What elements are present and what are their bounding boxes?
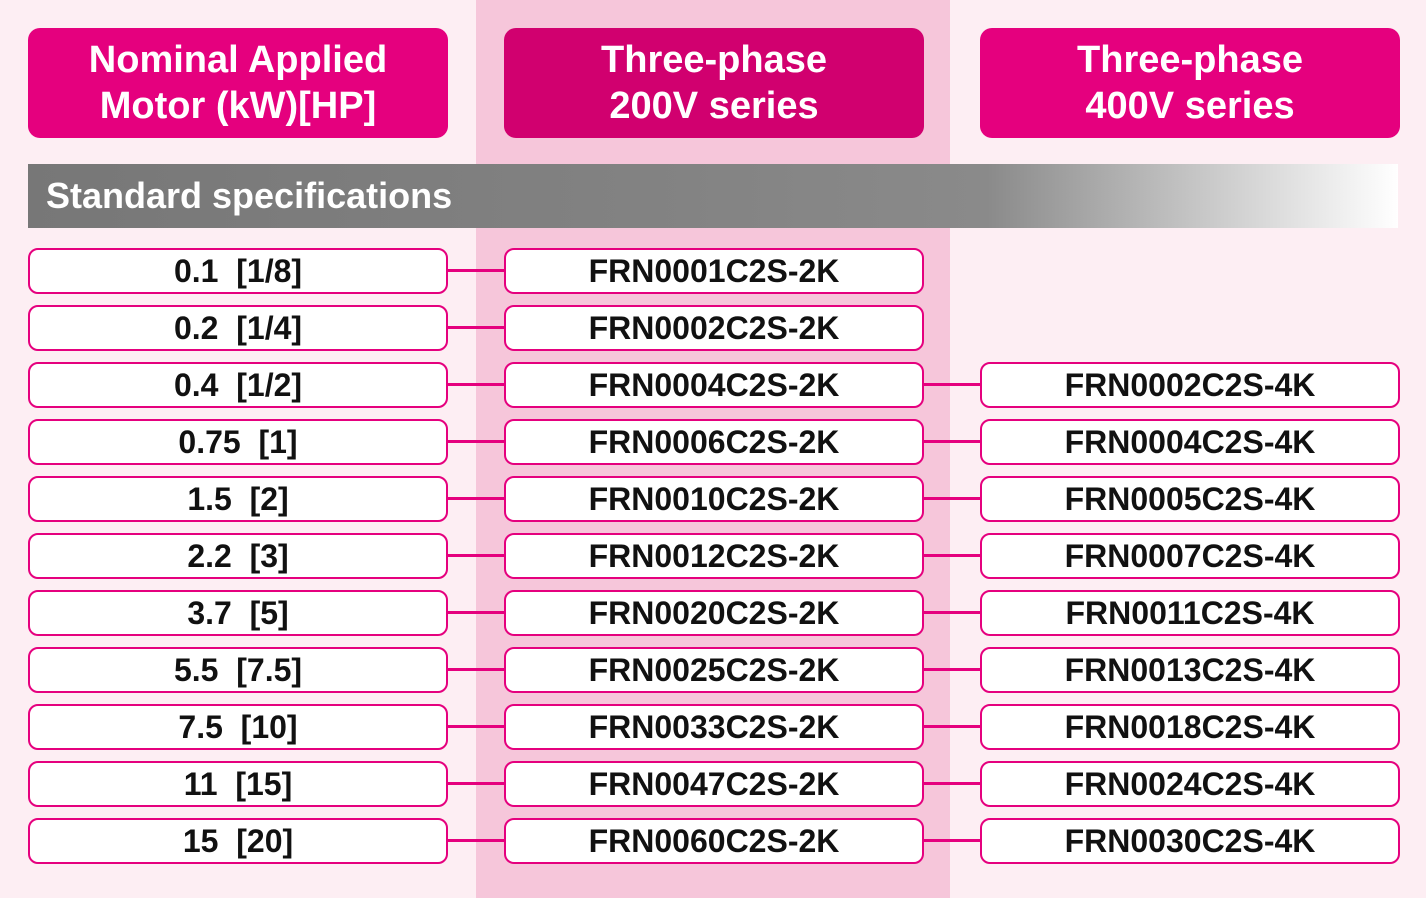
header-200v-line2: 200V series bbox=[609, 85, 819, 127]
header-400v-line2: 400V series bbox=[1085, 85, 1295, 127]
row-connector-line bbox=[924, 383, 980, 386]
motor-cell: 7.5 [10] bbox=[28, 704, 448, 750]
row-connector-line bbox=[924, 611, 980, 614]
model-200v-cell: FRN0020C2S-2K bbox=[504, 590, 924, 636]
motor-cell: 1.5 [2] bbox=[28, 476, 448, 522]
model-400v-cell: FRN0005C2S-4K bbox=[980, 476, 1400, 522]
model-200v-cell: FRN0012C2S-2K bbox=[504, 533, 924, 579]
motor-cell: 15 [20] bbox=[28, 818, 448, 864]
model-400v-cell: FRN0024C2S-4K bbox=[980, 761, 1400, 807]
model-200v-cell: FRN0047C2S-2K bbox=[504, 761, 924, 807]
row-connector-line bbox=[924, 554, 980, 557]
model-200v-cell: FRN0033C2S-2K bbox=[504, 704, 924, 750]
row-connector-line bbox=[448, 554, 504, 557]
model-200v-cell: FRN0006C2S-2K bbox=[504, 419, 924, 465]
header-400v-line1: Three-phase bbox=[1077, 39, 1303, 81]
model-400v-cell: FRN0004C2S-4K bbox=[980, 419, 1400, 465]
motor-cell: 5.5 [7.5] bbox=[28, 647, 448, 693]
row-connector-line bbox=[924, 497, 980, 500]
row-connector-line bbox=[924, 725, 980, 728]
row-connector-line bbox=[924, 782, 980, 785]
row-connector-line bbox=[448, 611, 504, 614]
header-motor-line1: Nominal Applied bbox=[88, 39, 388, 81]
model-400v-cell: FRN0013C2S-4K bbox=[980, 647, 1400, 693]
model-400v-cell: FRN0002C2S-4K bbox=[980, 362, 1400, 408]
row-connector-line bbox=[924, 839, 980, 842]
model-200v-cell: FRN0001C2S-2K bbox=[504, 248, 924, 294]
header-motor-line2: Motor (kW)[HP] bbox=[99, 85, 377, 127]
row-connector-line bbox=[448, 269, 504, 272]
motor-cell: 11 [15] bbox=[28, 761, 448, 807]
row-connector-line bbox=[448, 497, 504, 500]
row-connector-line bbox=[448, 782, 504, 785]
model-400v-cell: FRN0018C2S-4K bbox=[980, 704, 1400, 750]
motor-cell: 0.2 [1/4] bbox=[28, 305, 448, 351]
row-connector-line bbox=[448, 668, 504, 671]
header-400v-series: Three-phase 400V series bbox=[980, 28, 1400, 138]
row-connector-line bbox=[924, 440, 980, 443]
model-200v-cell: FRN0060C2S-2K bbox=[504, 818, 924, 864]
model-200v-cell: FRN0010C2S-2K bbox=[504, 476, 924, 522]
model-400v-cell: FRN0030C2S-4K bbox=[980, 818, 1400, 864]
motor-cell: 0.1 [1/8] bbox=[28, 248, 448, 294]
header-nominal-motor: Nominal Applied Motor (kW)[HP] bbox=[28, 28, 448, 138]
motor-cell: 3.7 [5] bbox=[28, 590, 448, 636]
row-connector-line bbox=[448, 440, 504, 443]
model-200v-cell: FRN0002C2S-2K bbox=[504, 305, 924, 351]
row-connector-line bbox=[448, 725, 504, 728]
row-connector-line bbox=[448, 326, 504, 329]
header-200v-series: Three-phase 200V series bbox=[504, 28, 924, 138]
motor-cell: 0.75 [1] bbox=[28, 419, 448, 465]
row-connector-line bbox=[448, 839, 504, 842]
row-connector-line bbox=[448, 383, 504, 386]
model-400v-cell: FRN0011C2S-4K bbox=[980, 590, 1400, 636]
model-200v-cell: FRN0004C2S-2K bbox=[504, 362, 924, 408]
model-200v-cell: FRN0025C2S-2K bbox=[504, 647, 924, 693]
motor-cell: 0.4 [1/2] bbox=[28, 362, 448, 408]
model-400v-cell: FRN0007C2S-4K bbox=[980, 533, 1400, 579]
section-title-standard-specifications: Standard specifications bbox=[28, 164, 1398, 228]
header-200v-line1: Three-phase bbox=[601, 39, 827, 81]
row-connector-line bbox=[924, 668, 980, 671]
motor-cell: 2.2 [3] bbox=[28, 533, 448, 579]
